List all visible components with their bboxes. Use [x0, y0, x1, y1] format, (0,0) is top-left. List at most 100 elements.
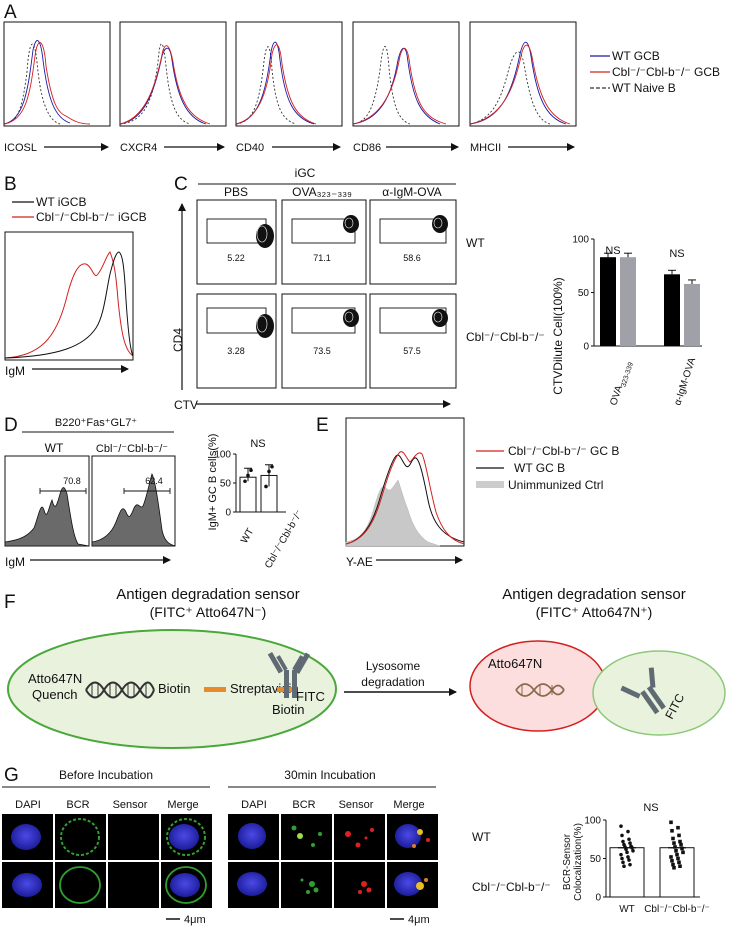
y-tick-label: 50: [590, 854, 602, 865]
antibody-free-icon: [620, 667, 666, 715]
sensor-left-title: Antigen degradation sensor: [116, 586, 299, 603]
bar: [609, 847, 645, 898]
biotin-link: [204, 687, 226, 692]
data-point: [246, 473, 250, 478]
channel-headers-after: DAPI BCR Sensor Merge: [241, 799, 424, 811]
marker-label-cxcr4: CXCR4: [120, 142, 157, 154]
marker-label-cd86: CD86: [353, 142, 381, 154]
free-fitc-ellipse: [592, 650, 726, 736]
atto647n-label: Atto647N: [28, 671, 82, 686]
before-incubation-title: Before Incubation: [59, 768, 153, 782]
legend-label-naive-b: WT Naive B: [612, 81, 676, 95]
histogram-ko: 62.4: [91, 455, 176, 547]
data-point: [624, 847, 628, 852]
panel-c-row-ko: Cbl⁻/⁻Cbl-b⁻/⁻: [466, 330, 545, 344]
channel-merge: Merge: [393, 799, 424, 811]
panel-g-row-ko: Cbl⁻/⁻Cbl-b⁻/⁻: [472, 880, 551, 894]
image-bcr-wt-after: [281, 814, 332, 860]
data-point: [625, 850, 629, 855]
marker-label-icosl: ICOSL: [4, 142, 37, 154]
fitc-label: FITC: [296, 689, 325, 704]
data-point: [670, 828, 674, 833]
flow-plot-wt-aigm: 58.6: [369, 199, 457, 285]
legend-label-ko-gcb: Cbl⁻/⁻Cbl-b⁻/⁻ GC B: [508, 444, 619, 458]
sensor-right-title: Antigen degradation sensor: [502, 586, 685, 603]
legend-label-ko-gcb: Cbl⁻/⁻Cbl-b⁻/⁻ GCB: [612, 65, 720, 79]
panel-label-a: A: [4, 2, 17, 23]
flow-plot-ko-aigm: 57.5: [369, 293, 457, 389]
panel-d-xlabel: IgM: [5, 555, 25, 569]
flow-value: 58.6: [403, 253, 421, 263]
panel-g-bar-ylabel-2: Colocalization(%): [573, 823, 584, 901]
ns-label: NS: [605, 245, 620, 257]
panel-g-bar-chart: BCR-Sensor Colocalization(%) NS WT Cbl⁻/…: [562, 802, 710, 915]
panel-c-column-ova: OVA₃₂₃₋₃₃₉: [292, 185, 352, 199]
data-point: [676, 856, 680, 861]
sensor-left-subtitle: (FITC⁺ Atto647N⁻): [150, 604, 267, 620]
flow-value: 5.22: [227, 253, 245, 263]
panel-e-legend: Cbl⁻/⁻Cbl-b⁻/⁻ GC B WT GC B Unimmunized …: [476, 444, 619, 492]
channel-sensor: Sensor: [339, 799, 374, 811]
histogram-icosl: ICOSL: [3, 21, 111, 154]
panel-c-ylabel: CD4: [171, 328, 185, 352]
data-point: [621, 839, 625, 844]
data-point: [679, 842, 683, 847]
panel-label-b: B: [4, 174, 17, 195]
histogram-mhcii: MHCII: [469, 21, 577, 154]
sensor-intact-ellipse: [7, 629, 337, 749]
data-point: [669, 855, 673, 859]
panel-g-row-wt: WT: [472, 830, 491, 844]
image-sensor-ko-after: [334, 862, 385, 908]
biotin-label: Biotin: [158, 681, 191, 696]
data-point: [677, 833, 681, 838]
panel-c-axes-arrows: CD4 CTV: [171, 203, 451, 412]
data-point: [264, 484, 268, 489]
channel-bcr: BCR: [292, 799, 315, 811]
flow-value: 71.1: [313, 253, 331, 263]
histogram-wt: 70.8: [4, 455, 90, 547]
legend-swatch-unimmunized: [476, 481, 504, 488]
image-sensor-ko-before: [108, 862, 159, 908]
flow-value: 3.28: [227, 346, 245, 356]
process-label-degradation: degradation: [361, 675, 424, 689]
channel-dapi: DAPI: [15, 799, 41, 811]
dna-icon: [85, 681, 155, 699]
data-point: [628, 841, 632, 845]
data-point: [631, 849, 635, 853]
data-point: [670, 859, 674, 863]
channel-bcr: BCR: [66, 799, 89, 811]
category-label-wt: WT: [239, 527, 256, 546]
y-tick-label: 100: [572, 235, 589, 246]
y-tick-label: 50: [578, 288, 590, 299]
y-tick-label: 0: [595, 893, 601, 904]
data-point: [672, 841, 676, 845]
data-point: [619, 824, 623, 828]
data-point: [620, 833, 624, 838]
biotin2-label: Biotin: [272, 702, 305, 717]
category-label-wt: WT: [619, 904, 635, 915]
data-point: [243, 479, 247, 484]
channel-headers-before: DAPI BCR Sensor Merge: [15, 799, 198, 811]
data-point: [270, 464, 274, 469]
y-tick-label: 0: [583, 342, 589, 353]
y-tick-label: 100: [584, 816, 601, 827]
panel-d-gate-title: B220⁺Fas⁺GL7⁺: [55, 417, 137, 429]
data-point: [677, 860, 681, 865]
data-point: [249, 468, 253, 473]
channel-dapi: DAPI: [241, 799, 267, 811]
panel-c-column-aigm: α-IgM-OVA: [382, 185, 441, 199]
marker-label-cd40: CD40: [236, 142, 264, 154]
flow-value: 57.5: [403, 346, 421, 356]
legend-label-wt-gcb: WT GC B: [514, 461, 565, 475]
data-point: [681, 850, 685, 855]
panel-label-d: D: [4, 415, 18, 436]
bar: [239, 476, 257, 513]
data-point: [267, 469, 271, 474]
data-point: [673, 845, 677, 849]
streptavidin-label: Streptavidin: [230, 681, 299, 696]
sensor-right-subtitle: (FITC⁺ Atto647N⁺): [536, 604, 653, 620]
